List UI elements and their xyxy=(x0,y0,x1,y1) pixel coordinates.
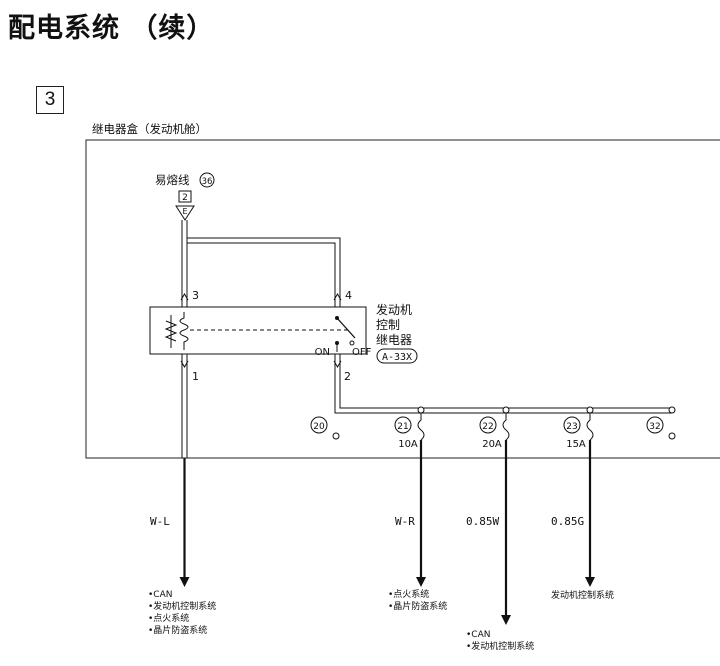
fusible-link: 易熔线 36 2 E xyxy=(155,172,215,221)
relay-code-box xyxy=(376,348,418,364)
fusible-link-number-circle xyxy=(199,172,215,188)
wire-label-wr: W-R xyxy=(395,515,415,528)
relay-pin-2: 2 xyxy=(344,370,351,383)
relay-name-line-2: 控制 xyxy=(376,318,400,332)
fuse-20: 20 xyxy=(310,416,340,440)
wire-label-085g: 0.85G xyxy=(551,515,584,528)
relay-body xyxy=(149,306,367,355)
svg-text:23: 23 xyxy=(566,422,577,432)
svg-text:•CAN: •CAN xyxy=(466,630,490,640)
svg-text:•晶片防盗系统: •晶片防盗系统 xyxy=(148,624,207,636)
fusible-link-pin: E xyxy=(182,207,187,216)
destination-wl: •CAN •发动机控制系统 •点火系统 •晶片防盗系统 xyxy=(148,590,216,636)
output-wires xyxy=(179,440,595,625)
page-title: 配电系统 （续） xyxy=(8,13,215,44)
svg-text:20: 20 xyxy=(313,422,325,432)
fuse-21: 21 10A xyxy=(394,406,425,450)
fuse-22-rating: 20A xyxy=(482,439,502,450)
engine-control-relay: ON OFF 3 4 1 2 发动机 控制 继电器 A-33X xyxy=(149,289,418,383)
fusible-link-terminal xyxy=(175,205,195,221)
svg-text:•发动机控制系统: •发动机控制系统 xyxy=(466,640,534,652)
switch-on-label: ON xyxy=(315,347,330,358)
svg-text:•点火系统: •点火系统 xyxy=(388,588,429,600)
destination-085w: •CAN •发动机控制系统 xyxy=(466,630,534,652)
page-number-box: 3 xyxy=(36,86,64,114)
svg-text:•晶片防盗系统: •晶片防盗系统 xyxy=(388,600,447,612)
fusible-link-number: 36 xyxy=(202,177,213,187)
wire-label-085w: 0.85W xyxy=(466,515,499,528)
svg-text:•CAN: •CAN xyxy=(148,590,172,600)
svg-text:发动机控制系统: 发动机控制系统 xyxy=(551,589,614,601)
svg-text:22: 22 xyxy=(482,422,493,432)
relay-name-line-1: 发动机 xyxy=(376,302,412,317)
fusible-link-connector-box xyxy=(178,190,192,203)
fuse-22: 22 20A xyxy=(479,406,510,450)
fuse-32: 32 xyxy=(646,406,676,440)
feed-wires xyxy=(181,220,341,295)
relay-pin-4: 4 xyxy=(345,289,352,302)
relay-switch-arm xyxy=(336,317,356,339)
relay-code: A-33X xyxy=(382,352,412,363)
relay-name-line-3: 继电器 xyxy=(376,333,412,347)
fusible-link-connector: 2 xyxy=(182,193,188,203)
relay-box-label: 继电器盒（发动机舱） xyxy=(92,122,207,136)
svg-text:•发动机控制系统: •发动机控制系统 xyxy=(148,600,216,612)
svg-text:32: 32 xyxy=(649,422,660,432)
fuse-bus-bar xyxy=(334,366,672,414)
fuse-21-rating: 10A xyxy=(398,439,418,450)
switch-off-label: OFF xyxy=(352,347,372,358)
relay-pin-3: 3 xyxy=(192,289,199,302)
svg-text:•点火系统: •点火系统 xyxy=(148,612,189,624)
svg-text:21: 21 xyxy=(397,422,408,432)
relay-box-outline xyxy=(85,139,720,459)
fuse-23-rating: 15A xyxy=(566,439,586,450)
fuse-23: 23 15A xyxy=(563,406,594,450)
destination-wr: •点火系统 •晶片防盗系统 xyxy=(388,588,447,612)
destination-085g: 发动机控制系统 xyxy=(551,589,614,601)
fusible-link-label: 易熔线 xyxy=(155,173,190,187)
relay-pin-1: 1 xyxy=(192,370,199,383)
wire-label-wl: W-L xyxy=(150,515,170,528)
relay-coil xyxy=(179,312,189,350)
